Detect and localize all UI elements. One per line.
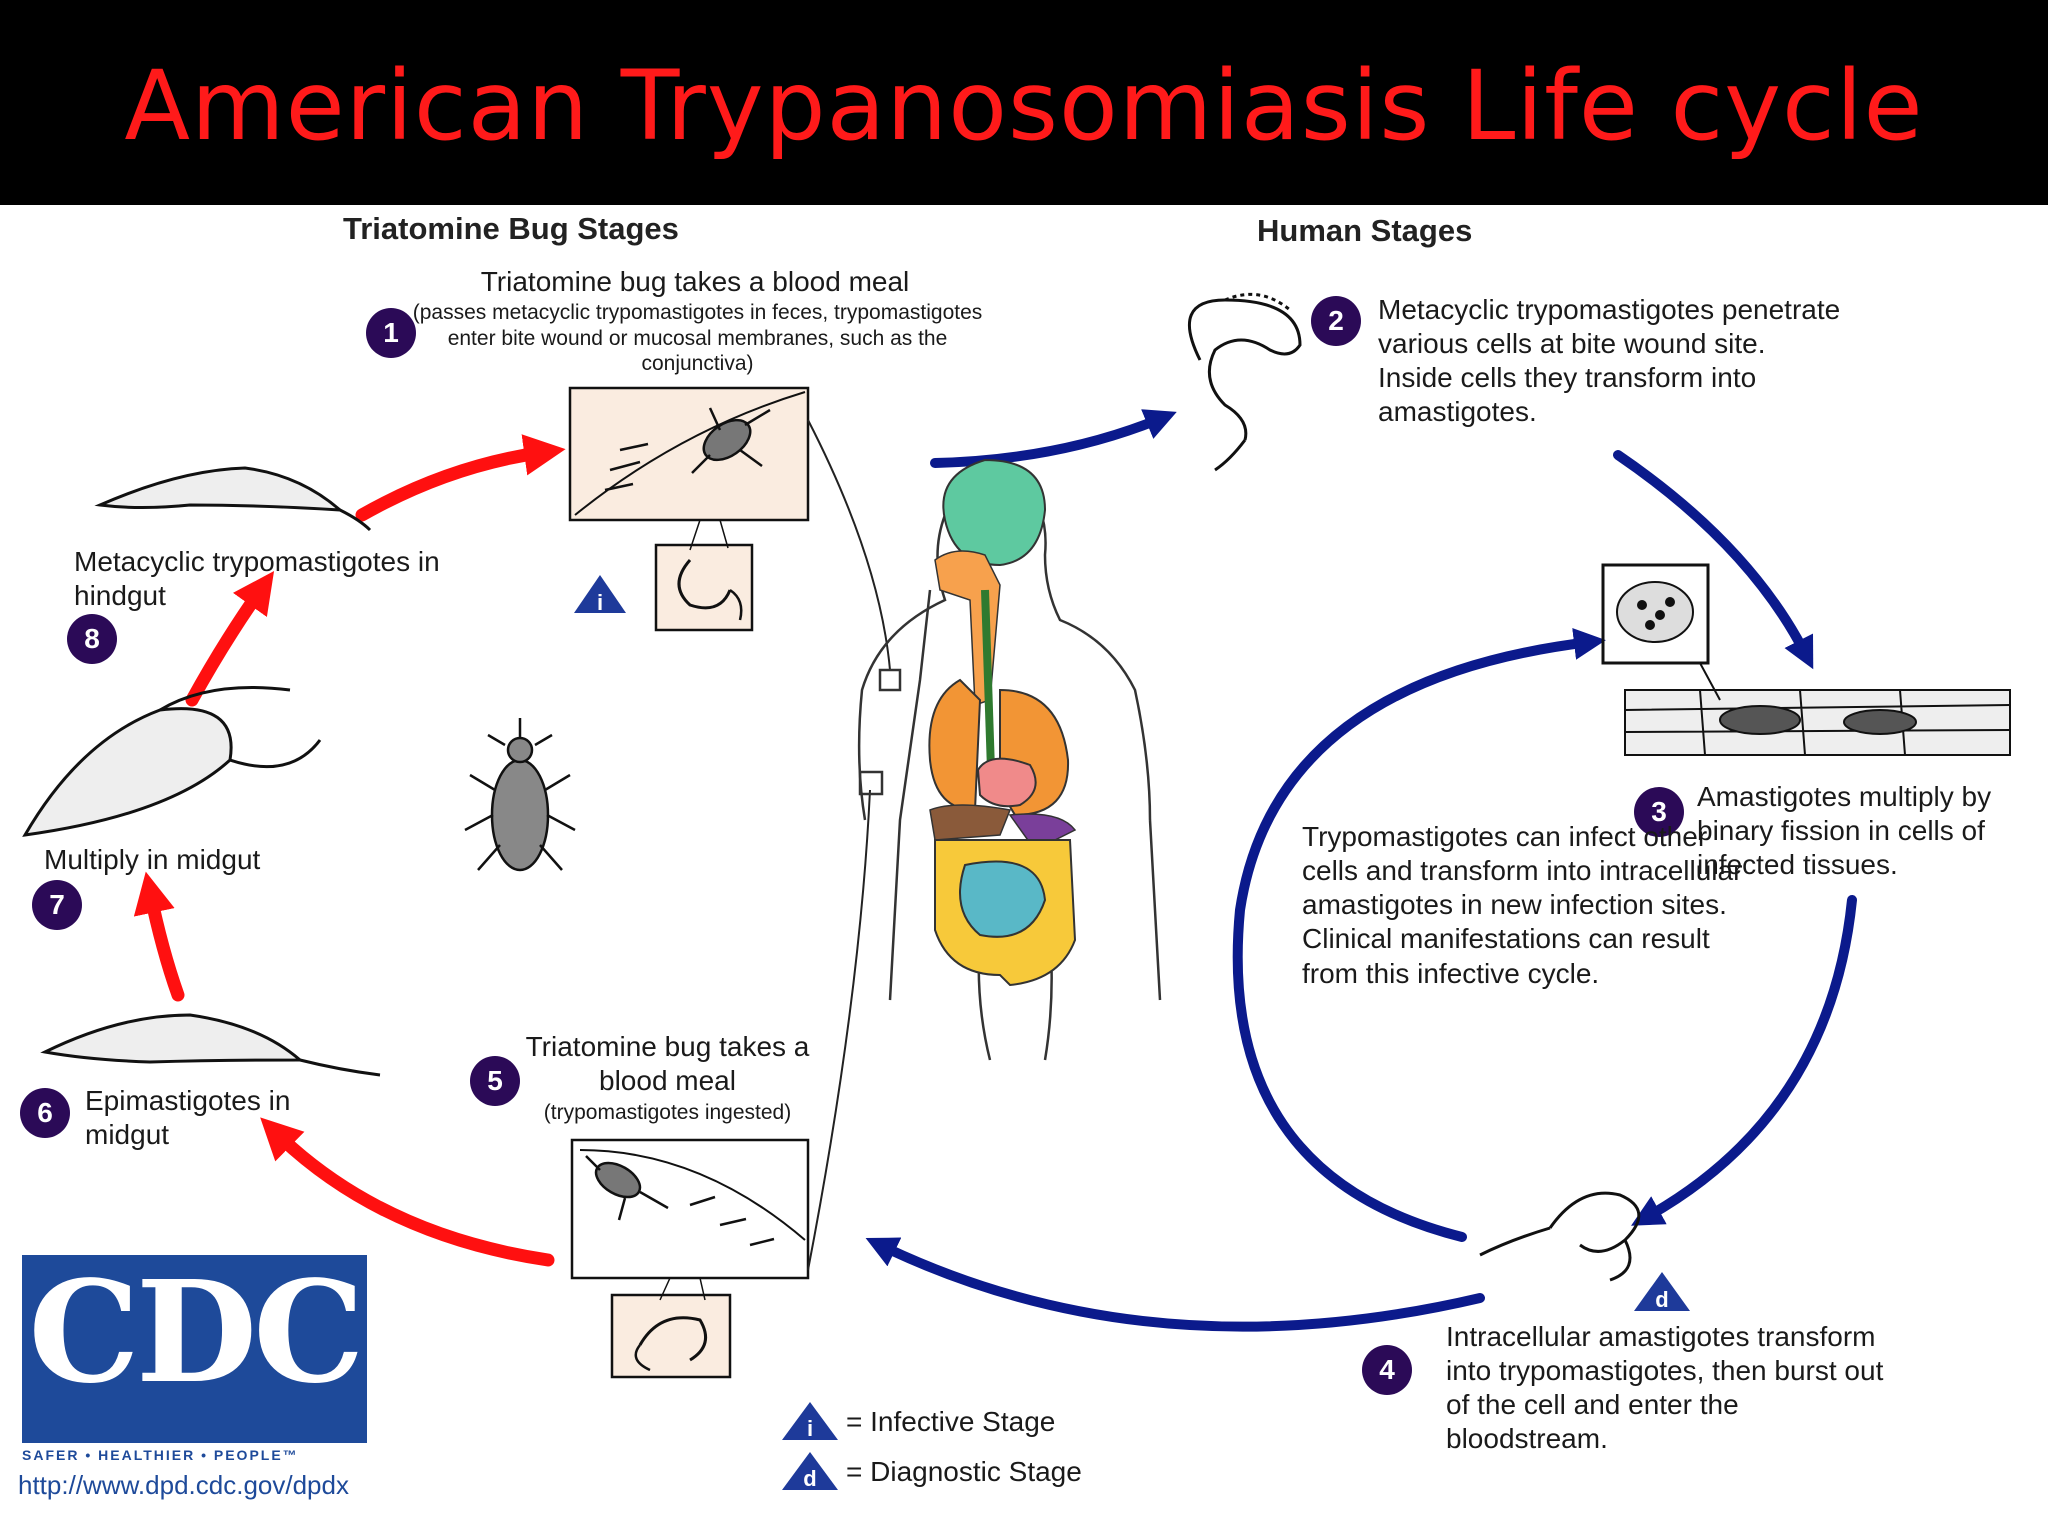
step-3-badge: 3 — [1634, 787, 1684, 837]
infected-tissue-step3 — [1601, 563, 2011, 756]
step-1-title: Triatomine bug takes a blood meal — [480, 266, 910, 297]
step-2-text: Metacyclic trypomastigotes penetrate var… — [1378, 294, 1841, 428]
arrow-4-to-3-cycle — [1232, 628, 1606, 1242]
triatomine-bug-illustration — [464, 718, 576, 872]
step-4-badge: 4 — [1362, 1345, 1412, 1395]
bug-stage-arrows — [133, 434, 566, 1267]
infective-cycle-note: Trypomastigotes can infect other cells a… — [1302, 821, 1743, 989]
arrow-2-to-3 — [1613, 450, 1814, 670]
cdc-url-link[interactable]: http://www.dpd.cdc.gov/dpdx — [18, 1470, 349, 1500]
legend-infective-icon: i — [782, 1402, 838, 1441]
step-2-badge: 2 — [1311, 296, 1361, 346]
step-1-badge: 1 — [366, 308, 416, 358]
legend-infective-label: = Infective Stage — [846, 1406, 1056, 1437]
trypomastigote-step2 — [1187, 292, 1302, 472]
svg-text:d: d — [803, 1466, 816, 1491]
arrow-1-to-2 — [930, 409, 1177, 468]
step-5-detail: (trypomastigotes ingested) — [543, 1101, 792, 1124]
arrow-3-to-4 — [1631, 895, 1857, 1226]
arrow-6-to-7 — [133, 871, 185, 1002]
arrow-7-to-8 — [185, 571, 275, 707]
trypomastigote-step4 — [1479, 1191, 1641, 1282]
bite-inset-step5 — [570, 1138, 810, 1379]
arrow-4-to-5 — [865, 1237, 1485, 1332]
cdc-logo: CDC — [22, 1255, 367, 1443]
step-8-badge: 8 — [67, 614, 117, 664]
bug-stages-header: Triatomine Bug Stages — [343, 211, 679, 246]
slide-title: American Trypanosomiasis Life cycle — [124, 50, 1924, 162]
infective-stage-marker-step1: i — [574, 575, 626, 615]
diagnostic-stage-marker-step4: d — [1634, 1272, 1690, 1312]
cdc-tagline: SAFER • HEALTHIER • PEOPLE™ — [22, 1447, 299, 1463]
step-4-text: Intracellular amastigotes transform into… — [1446, 1321, 1884, 1455]
step-6-badge: 6 — [20, 1088, 70, 1138]
human-stages-header: Human Stages — [1257, 213, 1473, 248]
step-5-title: Triatomine bug takes a blood meal — [525, 1031, 810, 1097]
parasite-step7 — [22, 686, 322, 837]
connector-lines — [807, 419, 891, 1271]
step-8-text: Metacyclic trypomastigotes in hindgut — [74, 546, 440, 612]
svg-text:i: i — [597, 590, 603, 615]
legend-diagnostic-icon: d — [782, 1452, 838, 1491]
step-5-badge: 5 — [470, 1056, 520, 1106]
arrow-5-to-6 — [260, 1117, 555, 1267]
step-3-text: Amastigotes multiply by binary fission i… — [1697, 781, 1992, 881]
arrow-8-to-1 — [355, 434, 566, 522]
human-organs — [928, 458, 1077, 987]
step-7-text: Multiply in midgut — [44, 844, 261, 875]
parasite-step8 — [94, 466, 372, 532]
legend-diagnostic-label: = Diagnostic Stage — [846, 1456, 1082, 1487]
bite-inset-step1 — [568, 386, 810, 632]
parasite-step6 — [40, 1013, 381, 1077]
svg-text:d: d — [1655, 1287, 1668, 1312]
svg-text:i: i — [807, 1416, 813, 1441]
cdc-logo-text: CDC — [28, 1255, 364, 1415]
step-1-detail: (passes metacyclic trypomastigotes in fe… — [412, 301, 983, 376]
step-6-text: Epimastigotes in midgut — [85, 1085, 291, 1151]
human-stage-arrows — [865, 409, 1857, 1332]
step-7-badge: 7 — [32, 880, 82, 930]
title-bar — [0, 0, 2048, 205]
